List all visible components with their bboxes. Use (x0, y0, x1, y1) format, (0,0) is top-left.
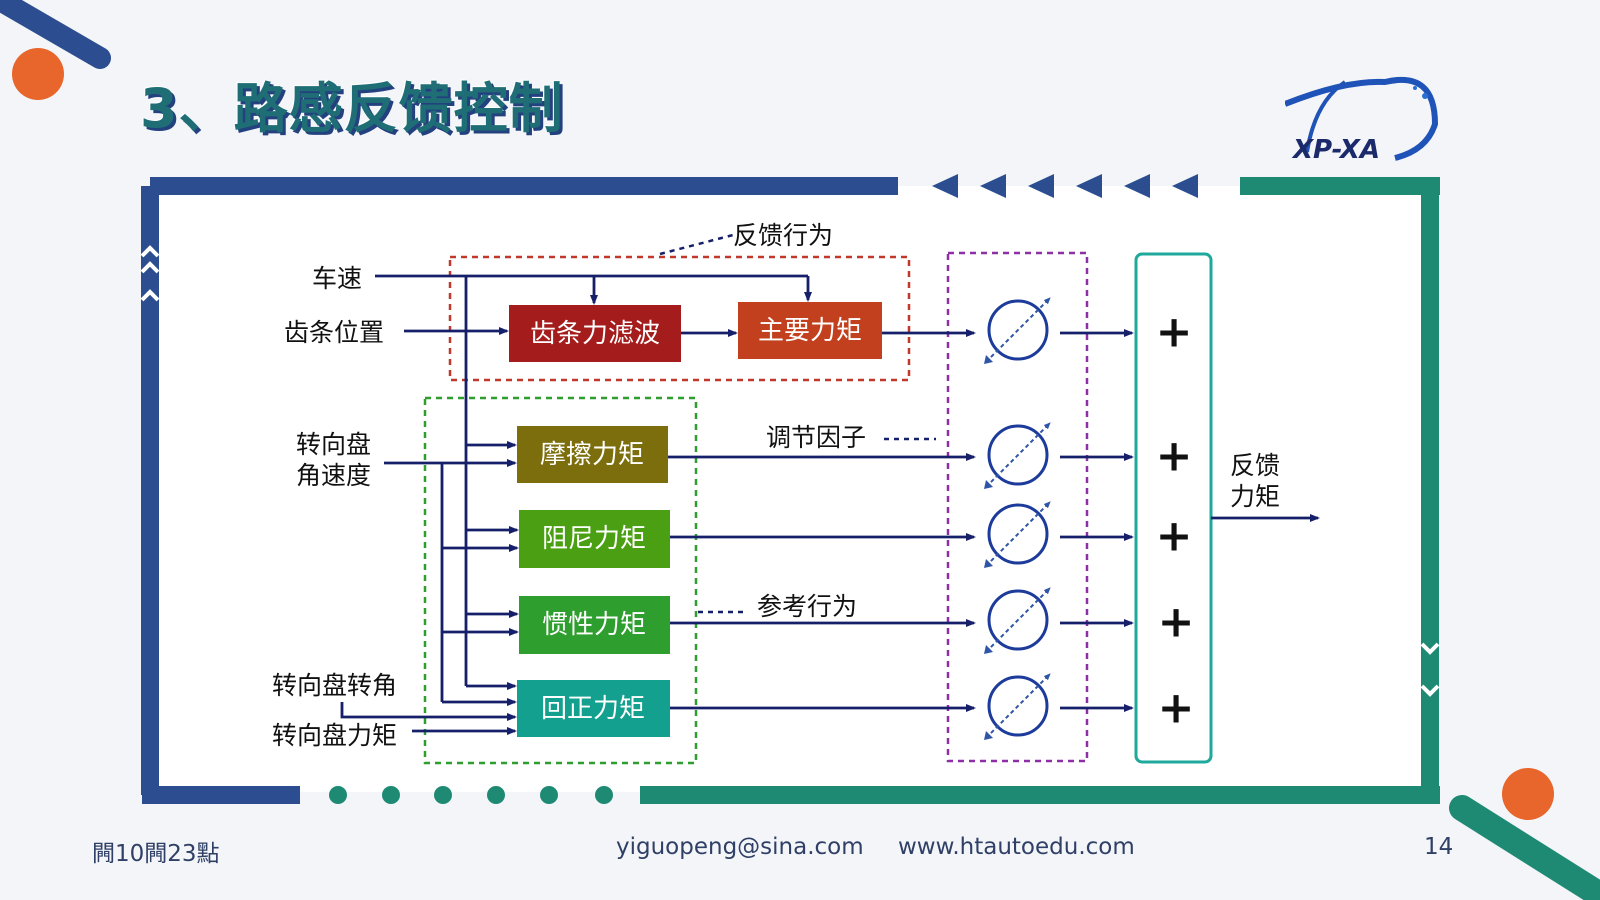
variable-gain-icon (984, 587, 1051, 654)
sum-box (1134, 252, 1213, 764)
frame-dots (329, 786, 613, 804)
output-label-line1: 反馈 (1230, 451, 1280, 480)
feedback-group-box (448, 255, 911, 382)
decor-bottom-right (1449, 768, 1600, 900)
svg-text:回正力矩: 回正力矩 (541, 694, 645, 724)
block-return: 回正力矩 (517, 680, 670, 737)
svg-text:阻尼力矩: 阻尼力矩 (542, 524, 646, 554)
annotation-adjust-factor: 调节因子 (766, 423, 866, 452)
output-label-line2: 力矩 (1230, 482, 1280, 511)
input-steer-rate-line1: 转向盘 (296, 430, 371, 459)
decor-top-left (0, 0, 111, 100)
sum-plus-5: + (1158, 683, 1195, 734)
variable-gain-icon (984, 673, 1051, 740)
sum-plus-3: + (1156, 511, 1193, 562)
annotation-leaders (659, 233, 936, 614)
scaling-group-box (946, 251, 1089, 763)
input-rack-position: 齿条位置 (284, 318, 384, 347)
footer-date: 闁10闁23點 (92, 841, 220, 867)
input-steer-angle: 转向盘转角 (272, 671, 397, 700)
annotation-reference-behavior: 参考行为 (757, 592, 857, 621)
svg-text:主要力矩: 主要力矩 (758, 316, 862, 346)
frame-chevrons (140, 245, 1440, 697)
footer-email: yiguopeng@sina.com (616, 834, 864, 860)
signal-lines (340, 274, 1320, 735)
slide-frame (140, 174, 1440, 804)
logo-text: XP-XA (1291, 135, 1380, 165)
block-damping: 阻尼力矩 (519, 510, 670, 568)
block-main-torque: 主要力矩 (738, 302, 882, 359)
input-steer-rate-line2: 角速度 (296, 461, 371, 490)
sparkle-icon (1413, 86, 1417, 90)
block-friction: 摩擦力矩 (517, 426, 668, 483)
slide-title: 3、路感反馈控制 (140, 77, 564, 140)
variable-gain-icon (984, 422, 1051, 489)
footer-url: www.htautoedu.com (898, 834, 1135, 860)
sum-plus-4: + (1158, 597, 1195, 648)
frame-triangles (932, 174, 1198, 198)
block-inertia: 惯性力矩 (519, 596, 670, 654)
input-speed: 车速 (312, 264, 362, 293)
company-logo: XP-XA (1285, 76, 1439, 165)
variable-gain-icon (984, 501, 1051, 568)
input-steer-torque: 转向盘力矩 (272, 721, 397, 750)
adjust-group-box (423, 396, 698, 765)
svg-text:惯性力矩: 惯性力矩 (542, 610, 646, 640)
sum-plus-2: + (1156, 431, 1193, 482)
annotation-feedback-behavior: 反馈行为 (733, 221, 833, 250)
variable-gain-icon (984, 297, 1051, 364)
block-rack-filter: 齿条力滤波 (509, 305, 681, 362)
sum-plus-1: + (1156, 307, 1193, 358)
svg-text:摩擦力矩: 摩擦力矩 (540, 440, 644, 470)
gain-symbols (984, 297, 1051, 740)
svg-text:齿条力滤波: 齿条力滤波 (530, 319, 660, 349)
page-number: 14 (1424, 834, 1454, 860)
sparkle-icon (1422, 93, 1428, 99)
